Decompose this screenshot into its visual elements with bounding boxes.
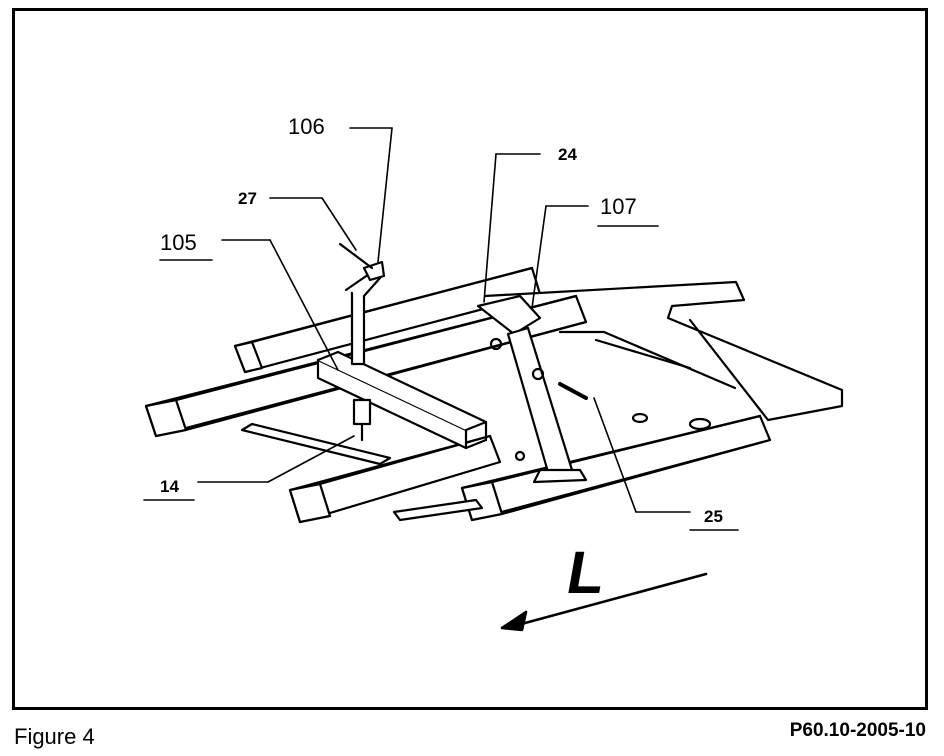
callout-14: 14 <box>160 477 179 496</box>
callout-105: 105 <box>160 230 197 255</box>
leader-lines <box>197 127 691 513</box>
callout-24: 24 <box>558 145 577 164</box>
callout-106: 106 <box>288 114 325 139</box>
post-106 <box>338 242 386 366</box>
rail-front-right <box>460 412 772 522</box>
platform-plate <box>483 280 844 422</box>
callout-27: 27 <box>238 189 257 208</box>
pin-25 <box>558 382 588 400</box>
callout-25: 25 <box>704 507 723 526</box>
figure-frame <box>12 8 928 710</box>
direction-arrow <box>500 572 708 632</box>
callout-underlines <box>143 225 739 531</box>
strut-107 <box>476 294 588 484</box>
bracket-14 <box>352 398 372 442</box>
lower-plate <box>240 422 392 466</box>
reference-code: P60.10-2005-10 <box>789 720 926 741</box>
lower-plate-front <box>392 498 484 522</box>
figure-caption: Figure 4 <box>14 724 95 749</box>
callout-107: 107 <box>600 194 637 219</box>
cross-beam <box>316 350 488 450</box>
